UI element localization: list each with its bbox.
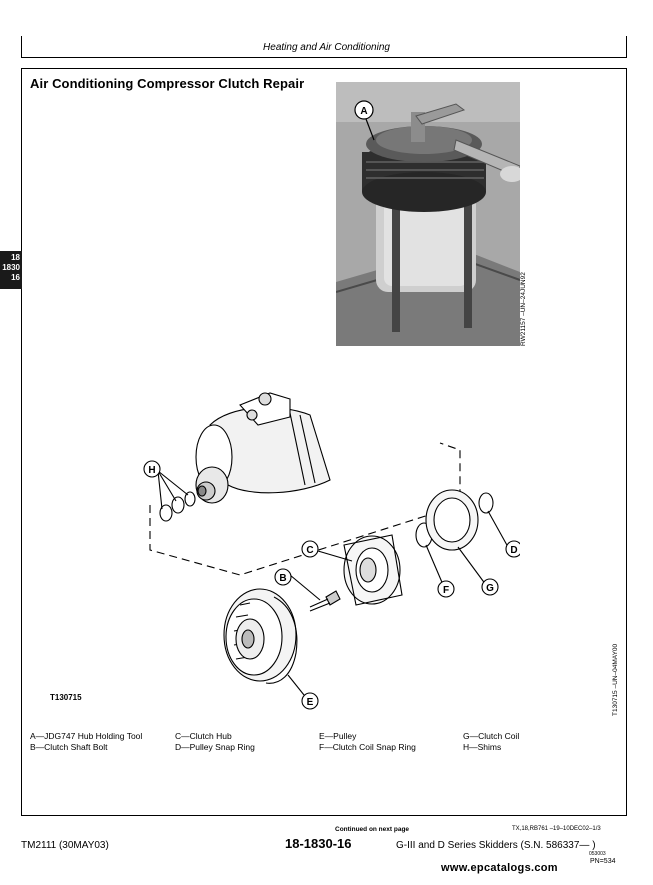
tx-code: TX,18,RB761 –19–10DEC02–1/3 (512, 826, 601, 832)
footer-pn: PN=534 (590, 858, 616, 865)
legend-item-e: E—Pulley (319, 731, 357, 741)
side-tab-page: 16 (11, 273, 20, 282)
legend-column-3: E—Pulley F—Clutch Coil Snap Ring (319, 731, 416, 753)
legend-item-d: D—Pulley Snap Ring (175, 742, 255, 752)
photo-callout-a-label: A (360, 106, 367, 117)
callout-g: G (486, 583, 494, 594)
side-tab-group: 18 (11, 253, 20, 262)
frame-right-rule (626, 36, 627, 58)
compressor-photo: A (336, 82, 520, 346)
legend-item-c: C—Clutch Hub (175, 731, 232, 741)
header-rule (21, 57, 627, 58)
callout-c: C (306, 545, 313, 556)
body-right-rule (626, 68, 627, 816)
footer-date-code: 053003 (589, 851, 606, 857)
footer-page-number: 18-1830-16 (285, 836, 352, 851)
legend-item-h: H—Shims (463, 742, 502, 752)
side-tab: 18 1830 16 (0, 251, 22, 289)
callout-h: H (148, 465, 155, 476)
section-title: Air Conditioning Compressor Clutch Repai… (30, 76, 305, 91)
footer-manual: TM2111 (30MAY03) (21, 840, 109, 851)
legend-item-g: G—Clutch Coil (463, 731, 520, 741)
legend-item-a: A—JDG747 Hub Holding Tool (30, 731, 143, 741)
exploded-diagram-art: H C B D F G E (143, 392, 523, 710)
diagram-code: T130715 –UN–04MAY00 (612, 643, 619, 716)
legend-column-4: G—Clutch Coil H—Shims (463, 731, 519, 753)
photo-code: RW21157 –UN–24JUN92 (520, 272, 527, 346)
exploded-diagram: H C B D F G E (140, 385, 523, 715)
callout-e: E (307, 697, 314, 708)
callout-b: B (279, 573, 286, 584)
footer-model: G-III and D Series Skidders (S.N. 586337… (396, 840, 596, 851)
running-head: Heating and Air Conditioning (263, 42, 390, 53)
body-left-rule (21, 68, 22, 816)
photo-callout-a: A (354, 100, 375, 141)
continued-note: Continued on next page (335, 826, 410, 833)
diagram-id: T130715 (50, 693, 82, 702)
legend-item-f: F—Clutch Coil Snap Ring (319, 742, 416, 752)
compressor-photo-art (336, 82, 520, 346)
legend-column-2: C—Clutch Hub D—Pulley Snap Ring (175, 731, 255, 753)
legend-column-1: A—JDG747 Hub Holding Tool B—Clutch Shaft… (30, 731, 142, 753)
callout-f: F (443, 585, 449, 596)
frame-left-rule (21, 36, 22, 58)
legend-item-b: B—Clutch Shaft Bolt (30, 742, 108, 752)
callout-d: D (510, 545, 517, 556)
side-tab-section: 1830 (2, 263, 20, 272)
body-bottom-rule (21, 815, 627, 816)
watermark-link[interactable]: www.epcatalogs.com (441, 862, 558, 874)
section-top-rule (21, 68, 627, 69)
